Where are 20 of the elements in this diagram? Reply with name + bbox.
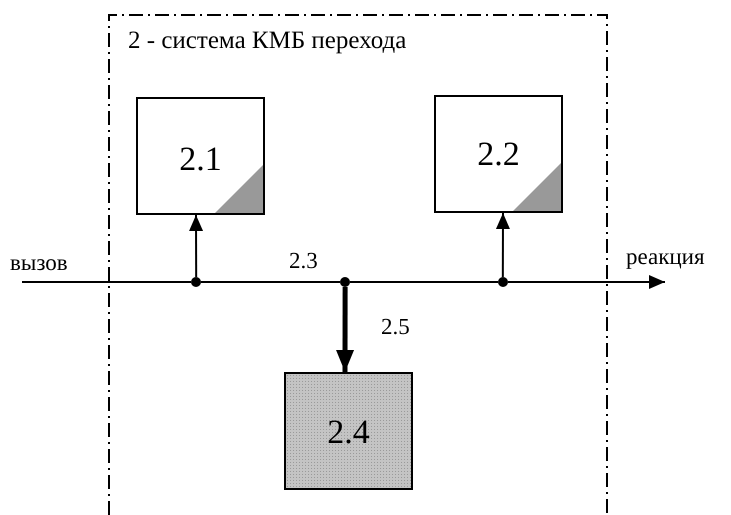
connector-line bbox=[350, 281, 498, 283]
system-title: 2 - система КМБ перехода bbox=[128, 27, 406, 55]
connector-line bbox=[22, 281, 191, 283]
process-box bbox=[136, 97, 265, 215]
box-number: 2.2 bbox=[477, 138, 520, 172]
shaded-block bbox=[284, 372, 413, 490]
system-boundary bbox=[108, 14, 608, 515]
signal-label: реакция bbox=[624, 242, 730, 272]
process-box bbox=[434, 95, 563, 213]
arrow bbox=[508, 275, 665, 289]
box-number: 2.4 bbox=[327, 416, 370, 450]
signal-label: вызов bbox=[8, 248, 92, 278]
junction-dot bbox=[340, 277, 350, 287]
arrow bbox=[496, 213, 510, 277]
connector-line bbox=[201, 281, 340, 283]
junction-dot bbox=[498, 277, 508, 287]
box-number: 2.1 bbox=[179, 143, 222, 177]
junction-dot bbox=[191, 277, 201, 287]
arrow bbox=[336, 287, 354, 372]
arrow bbox=[189, 215, 204, 277]
